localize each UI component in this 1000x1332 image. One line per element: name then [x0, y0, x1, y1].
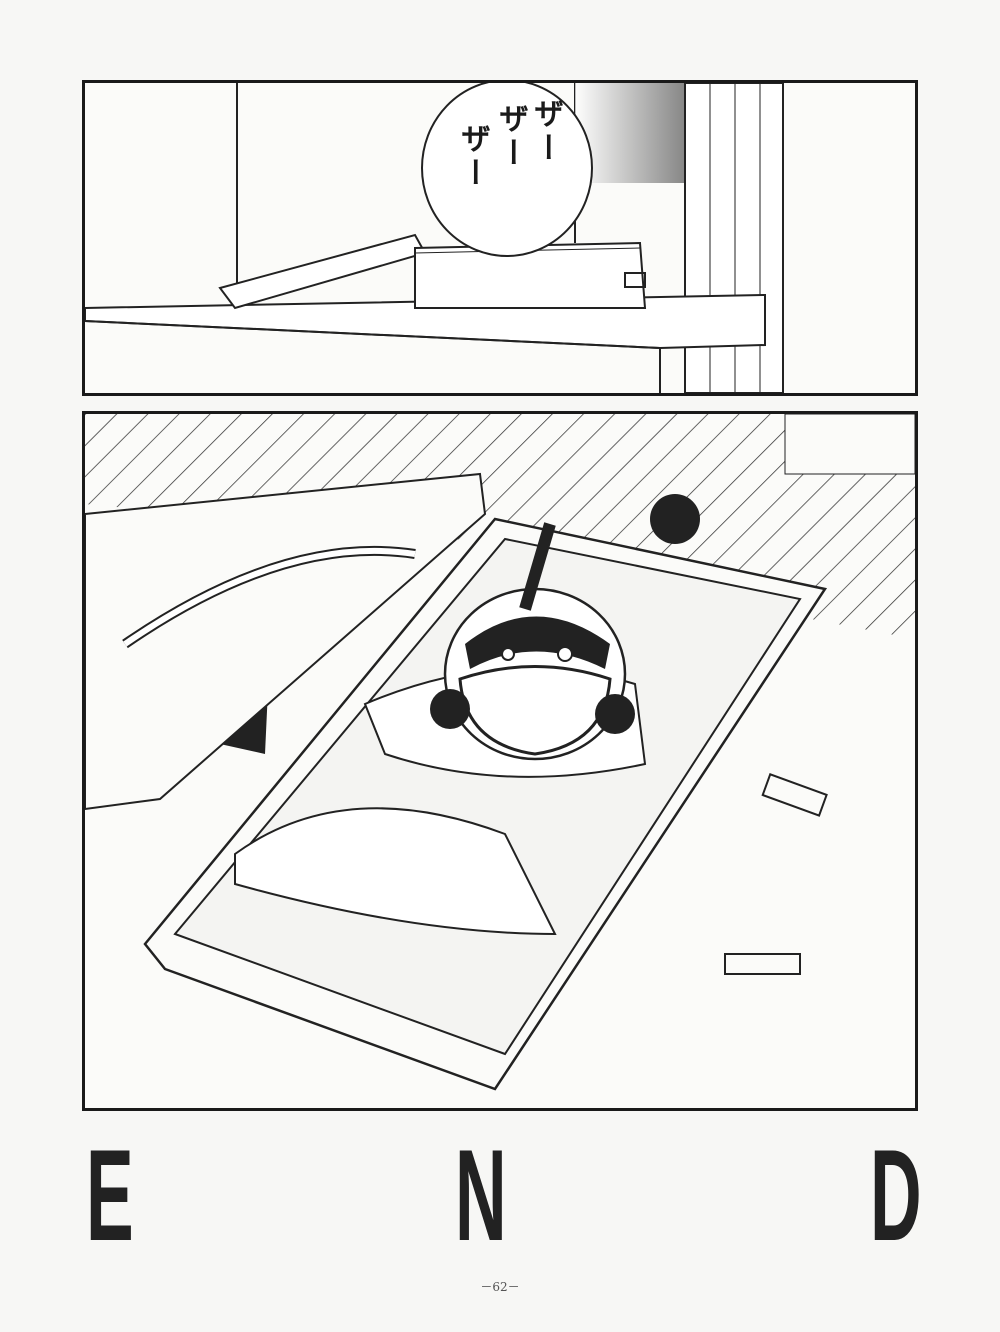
sound-effect-text: ザー: [528, 98, 563, 166]
end-letter-e: E: [86, 1122, 134, 1268]
panel-top: ザー ザー ザー: [82, 80, 918, 396]
end-letter-n: N: [455, 1122, 507, 1268]
panel-bottom-drawing: [85, 414, 915, 1091]
sound-effect-text: ザー: [455, 123, 490, 191]
end-letter-d: D: [870, 1122, 922, 1268]
panel-top-drawing: [85, 83, 784, 393]
panel-bottom: [82, 411, 918, 1111]
page-number: －62－: [480, 1280, 520, 1294]
sound-effect-text: ザー: [493, 103, 528, 171]
